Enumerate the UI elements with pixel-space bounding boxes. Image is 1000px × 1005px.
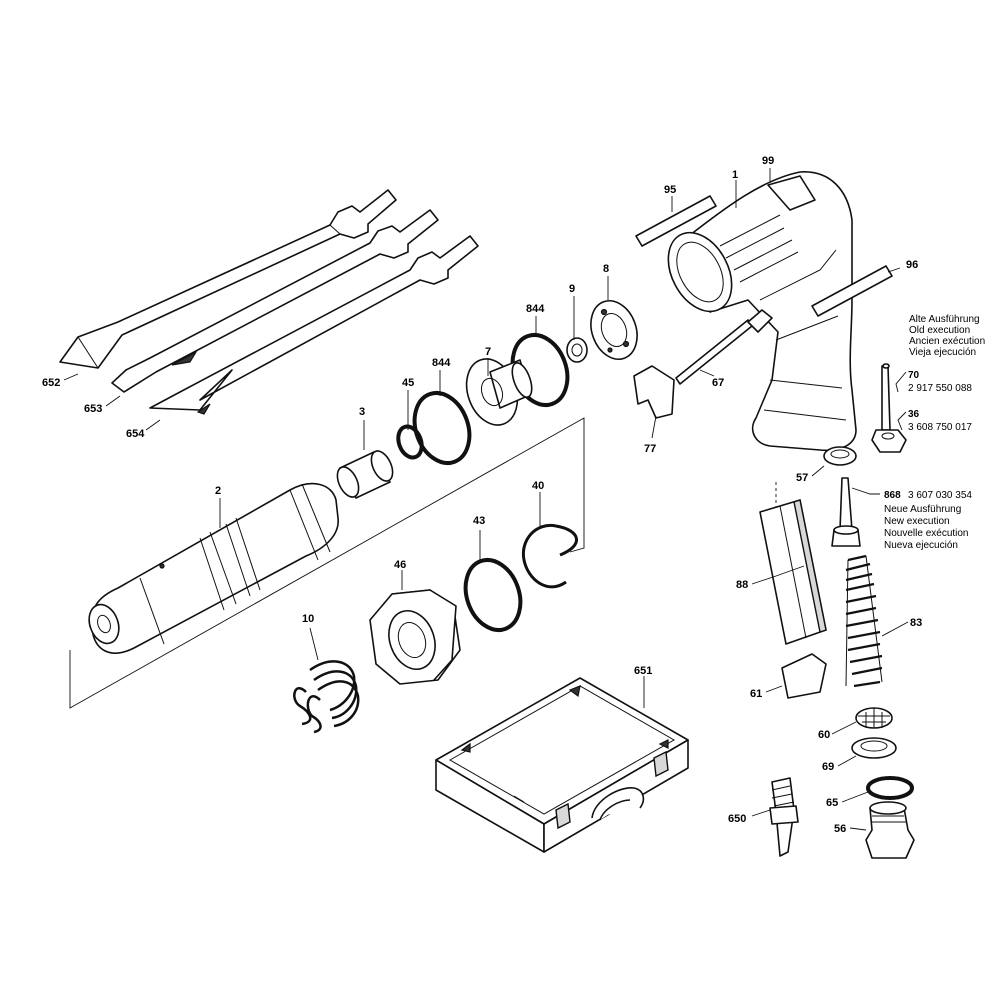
cylinder-3 (336, 450, 394, 499)
label-70: 70 (908, 370, 920, 381)
label-9: 9 (569, 283, 575, 295)
spring-83 (845, 554, 883, 688)
trigger-pin-67 (675, 309, 773, 385)
label-7: 7 (485, 346, 491, 358)
label-65: 65 (826, 797, 838, 809)
valve-disc-8 (590, 300, 638, 360)
label-88: 88 (736, 579, 748, 591)
old-exec-de: Alte Ausführung (909, 314, 980, 325)
spring-clip-10 (293, 660, 360, 734)
new-exec-es: Nueva ejecución (884, 540, 958, 551)
rubber-buffer-88 (759, 499, 827, 645)
chisel-652 (59, 189, 397, 369)
label-3: 3 (359, 406, 365, 418)
part36-number: 3 608 750 017 (908, 422, 972, 433)
label-plate-99 (767, 175, 816, 211)
label-653: 653 (84, 403, 102, 415)
chisel-653 (111, 209, 439, 393)
hammer-housing (667, 171, 857, 452)
label-83: 83 (910, 617, 922, 629)
part70-number: 2 917 550 088 (908, 383, 972, 394)
barrel-2 (88, 482, 339, 654)
label-8: 8 (603, 263, 609, 275)
o-ring-45 (396, 424, 424, 460)
o-ring-65 (866, 776, 914, 800)
label-844-upper: 844 (526, 303, 545, 315)
carrying-case-651 (435, 677, 689, 853)
valve-stem-70 (881, 363, 891, 431)
label-1: 1 (732, 169, 738, 181)
old-exec-en: Old execution (909, 325, 970, 336)
label-77: 77 (644, 443, 656, 455)
label-651: 651 (634, 665, 652, 677)
label-43: 43 (473, 515, 485, 527)
o-ring-844-lower (412, 391, 472, 465)
trigger-77 (633, 365, 675, 419)
label-67: 67 (712, 377, 724, 389)
label-57: 57 (796, 472, 808, 484)
label-95: 95 (664, 184, 676, 196)
label-868: 868 (884, 490, 901, 501)
bushing-9 (566, 337, 588, 363)
buffer-61 (781, 653, 827, 699)
label-96: 96 (906, 259, 918, 271)
chisel-654 (149, 235, 479, 415)
label-56: 56 (834, 823, 846, 835)
label-60: 60 (818, 729, 830, 741)
label-46: 46 (394, 559, 406, 571)
label-2: 2 (215, 485, 221, 497)
label-45: 45 (402, 377, 414, 389)
label-654: 654 (126, 428, 145, 440)
retaining-ring-40 (521, 523, 578, 589)
label-99: 99 (762, 155, 774, 167)
label-40: 40 (532, 480, 544, 492)
label-650: 650 (728, 813, 746, 825)
ring-57 (823, 446, 857, 466)
label-69: 69 (822, 761, 834, 773)
new-exec-de: Neue Ausführung (884, 504, 961, 515)
label-36: 36 (908, 409, 920, 420)
piston-7 (465, 358, 533, 426)
part868-number: 3 607 030 354 (908, 490, 972, 501)
valve-868 (831, 477, 861, 547)
nut-46 (369, 589, 461, 685)
new-exec-fr: Nouvelle exécution (884, 528, 969, 539)
label-10: 10 (302, 613, 314, 625)
old-exec-es: Vieja ejecución (909, 347, 976, 358)
label-plate-96 (811, 265, 893, 317)
label-61: 61 (750, 688, 762, 700)
valve-36 (871, 429, 907, 453)
o-ring-43 (463, 558, 523, 632)
new-exec-en: New execution (884, 516, 950, 527)
old-exec-fr: Ancien exécution (909, 336, 985, 347)
filter-screen-60 (855, 707, 893, 729)
connector-56 (865, 801, 915, 859)
label-plate-95 (635, 195, 717, 247)
hose-nipple-650 (769, 777, 799, 857)
seal-69 (851, 737, 897, 759)
label-844-lower: 844 (432, 357, 451, 369)
label-652: 652 (42, 377, 60, 389)
